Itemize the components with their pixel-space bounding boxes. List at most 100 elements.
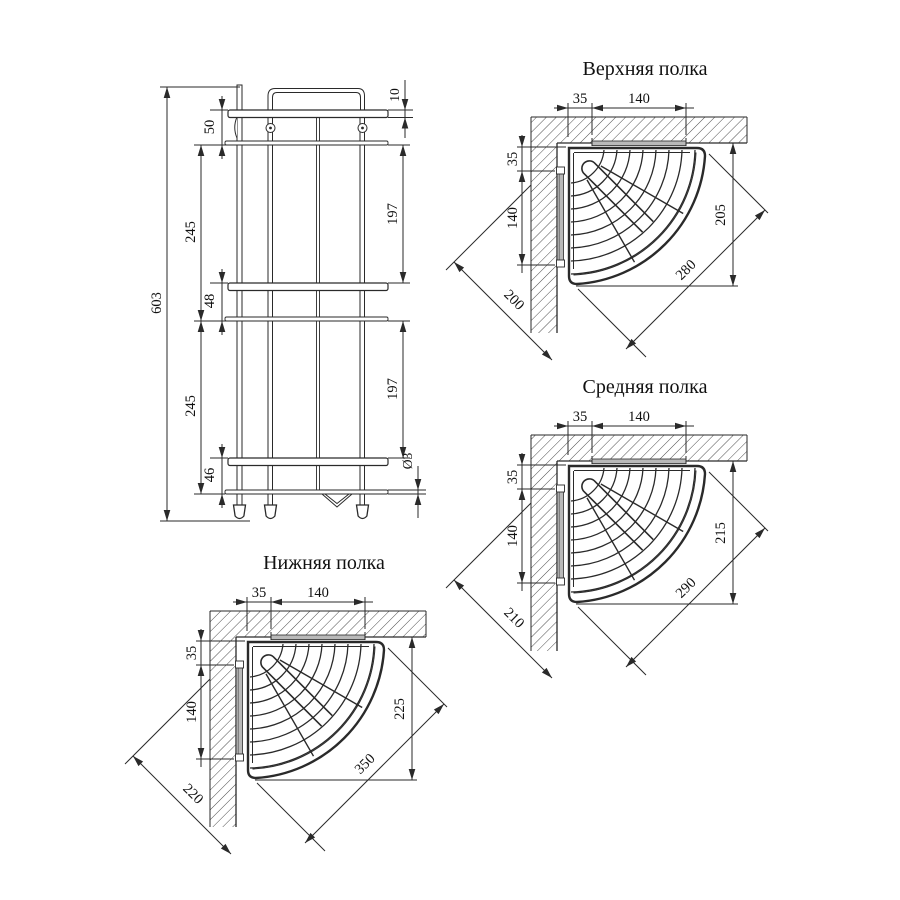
dimension-arrow <box>557 104 568 112</box>
dimension-arrow <box>454 580 465 591</box>
dimension-arrow <box>754 528 765 539</box>
dimension-arrow <box>729 593 737 604</box>
dimension-arrow <box>220 843 231 854</box>
shelf-wire-bar <box>224 140 389 146</box>
wall-top <box>531 117 747 143</box>
wall-top <box>531 435 747 461</box>
dimension-arrow <box>218 145 226 156</box>
shelf-wire-arc <box>570 149 605 184</box>
dim-label-side-edge: 210 <box>500 605 527 632</box>
dimension-arrow <box>163 510 171 521</box>
dimension-arrow <box>729 275 737 286</box>
shelf-wire-arc <box>570 467 683 580</box>
dim-label-bracket-side: 140 <box>184 701 200 723</box>
hanging-hook <box>581 160 654 233</box>
dim-label-upper-gap: 197 <box>385 203 401 225</box>
bracket-clip <box>556 259 565 268</box>
shelf-rim-bar <box>227 282 389 292</box>
shelf-wire-arc <box>570 467 696 593</box>
dimension-arrow <box>518 136 526 147</box>
dimension-arrow <box>197 630 205 641</box>
dimension-arrow <box>557 422 568 430</box>
shelf-rim <box>567 146 707 286</box>
dimension-arrow <box>518 489 526 500</box>
dimension-arrow <box>626 656 637 667</box>
vertical-wire <box>359 109 365 506</box>
dimension-arrow <box>218 99 226 110</box>
shelf-wire-arc <box>570 467 618 515</box>
dimension-arrow <box>401 117 409 129</box>
dimension-arrow <box>218 447 226 458</box>
dimension-arrow <box>729 461 737 472</box>
bracket-clip <box>235 753 244 762</box>
view-title: Верхняя полка <box>582 58 707 80</box>
dimension-arrow <box>218 494 226 505</box>
foot-cap <box>232 504 247 520</box>
dim-label-bracket-top: 140 <box>307 585 329 601</box>
dimension-arrow <box>433 704 444 715</box>
dim-label-side-edge: 200 <box>500 287 527 314</box>
wall-side <box>531 461 557 651</box>
wall-side <box>210 637 236 827</box>
dimension-arrow <box>305 832 316 843</box>
dimension-arrow <box>399 321 407 332</box>
dim-label-depth: 205 <box>713 204 729 226</box>
dimension-arrow <box>518 254 526 265</box>
dimension-arrow <box>518 454 526 465</box>
shelf-rim-bar <box>227 109 389 119</box>
dim-label-top-rail-offset: 10 <box>387 88 402 102</box>
dim-label-bottom-shelf-frame: 46 <box>202 468 218 483</box>
shelf-wire-arc <box>570 149 618 197</box>
shelf-wire-arc <box>570 149 657 236</box>
bracket-clip <box>556 577 565 586</box>
dimension-arrow <box>271 598 282 606</box>
towel-hook <box>321 493 353 508</box>
dim-label-bracket-side: 140 <box>505 207 521 229</box>
dim-label-middle-shelf-frame: 48 <box>202 294 218 309</box>
dimension-arrow <box>626 338 637 349</box>
dimension-arrow <box>541 667 552 678</box>
wall-bracket-side <box>558 170 564 266</box>
dimension-arrow <box>408 637 416 648</box>
dimension-arrow <box>197 145 205 156</box>
dimension-arrow <box>518 572 526 583</box>
bracket-clip <box>556 166 565 175</box>
dim-label-upper-span: 245 <box>183 221 199 243</box>
shelf-wire-bar <box>224 316 389 322</box>
top-rail-loop <box>267 88 365 112</box>
wall-plate <box>236 84 243 506</box>
shelf-wire-arc <box>249 643 349 743</box>
dim-label-bracket-side: 140 <box>505 525 521 547</box>
dim-label-depth: 215 <box>713 522 729 544</box>
dimension-arrow <box>414 494 422 505</box>
dim-label-wall-offset-side: 35 <box>505 470 521 485</box>
foot-cap <box>263 504 278 520</box>
view-title: Средняя полка <box>583 376 708 398</box>
shelf-wire-arc <box>249 643 297 691</box>
wall-bracket-side <box>237 664 243 760</box>
dimension-arrow <box>754 210 765 221</box>
vertical-wire <box>316 111 320 493</box>
dimension-arrow <box>218 321 226 332</box>
dim-label-wall-offset-top: 35 <box>252 585 267 601</box>
dimension-arrow <box>133 756 144 767</box>
wall-bracket-top <box>270 634 366 640</box>
dimension-arrow <box>729 143 737 154</box>
bracket-clip <box>235 660 244 669</box>
shelf-wire-arc <box>249 643 310 704</box>
dim-label-wall-offset-side: 35 <box>184 646 200 661</box>
shelf-wire-arc <box>249 643 336 730</box>
dimension-arrow <box>197 310 205 321</box>
dim-label-wire-diameter: Ø3 <box>400 453 415 470</box>
dim-label-lower-gap: 197 <box>385 378 401 400</box>
shelf-wire-arc <box>249 643 323 717</box>
dim-label-wall-offset-top: 35 <box>573 409 588 425</box>
dim-label-bracket-top: 140 <box>628 91 650 107</box>
dimension-arrow <box>399 447 407 458</box>
dimension-arrow <box>675 422 686 430</box>
view-title: Нижняя полка <box>263 552 385 574</box>
